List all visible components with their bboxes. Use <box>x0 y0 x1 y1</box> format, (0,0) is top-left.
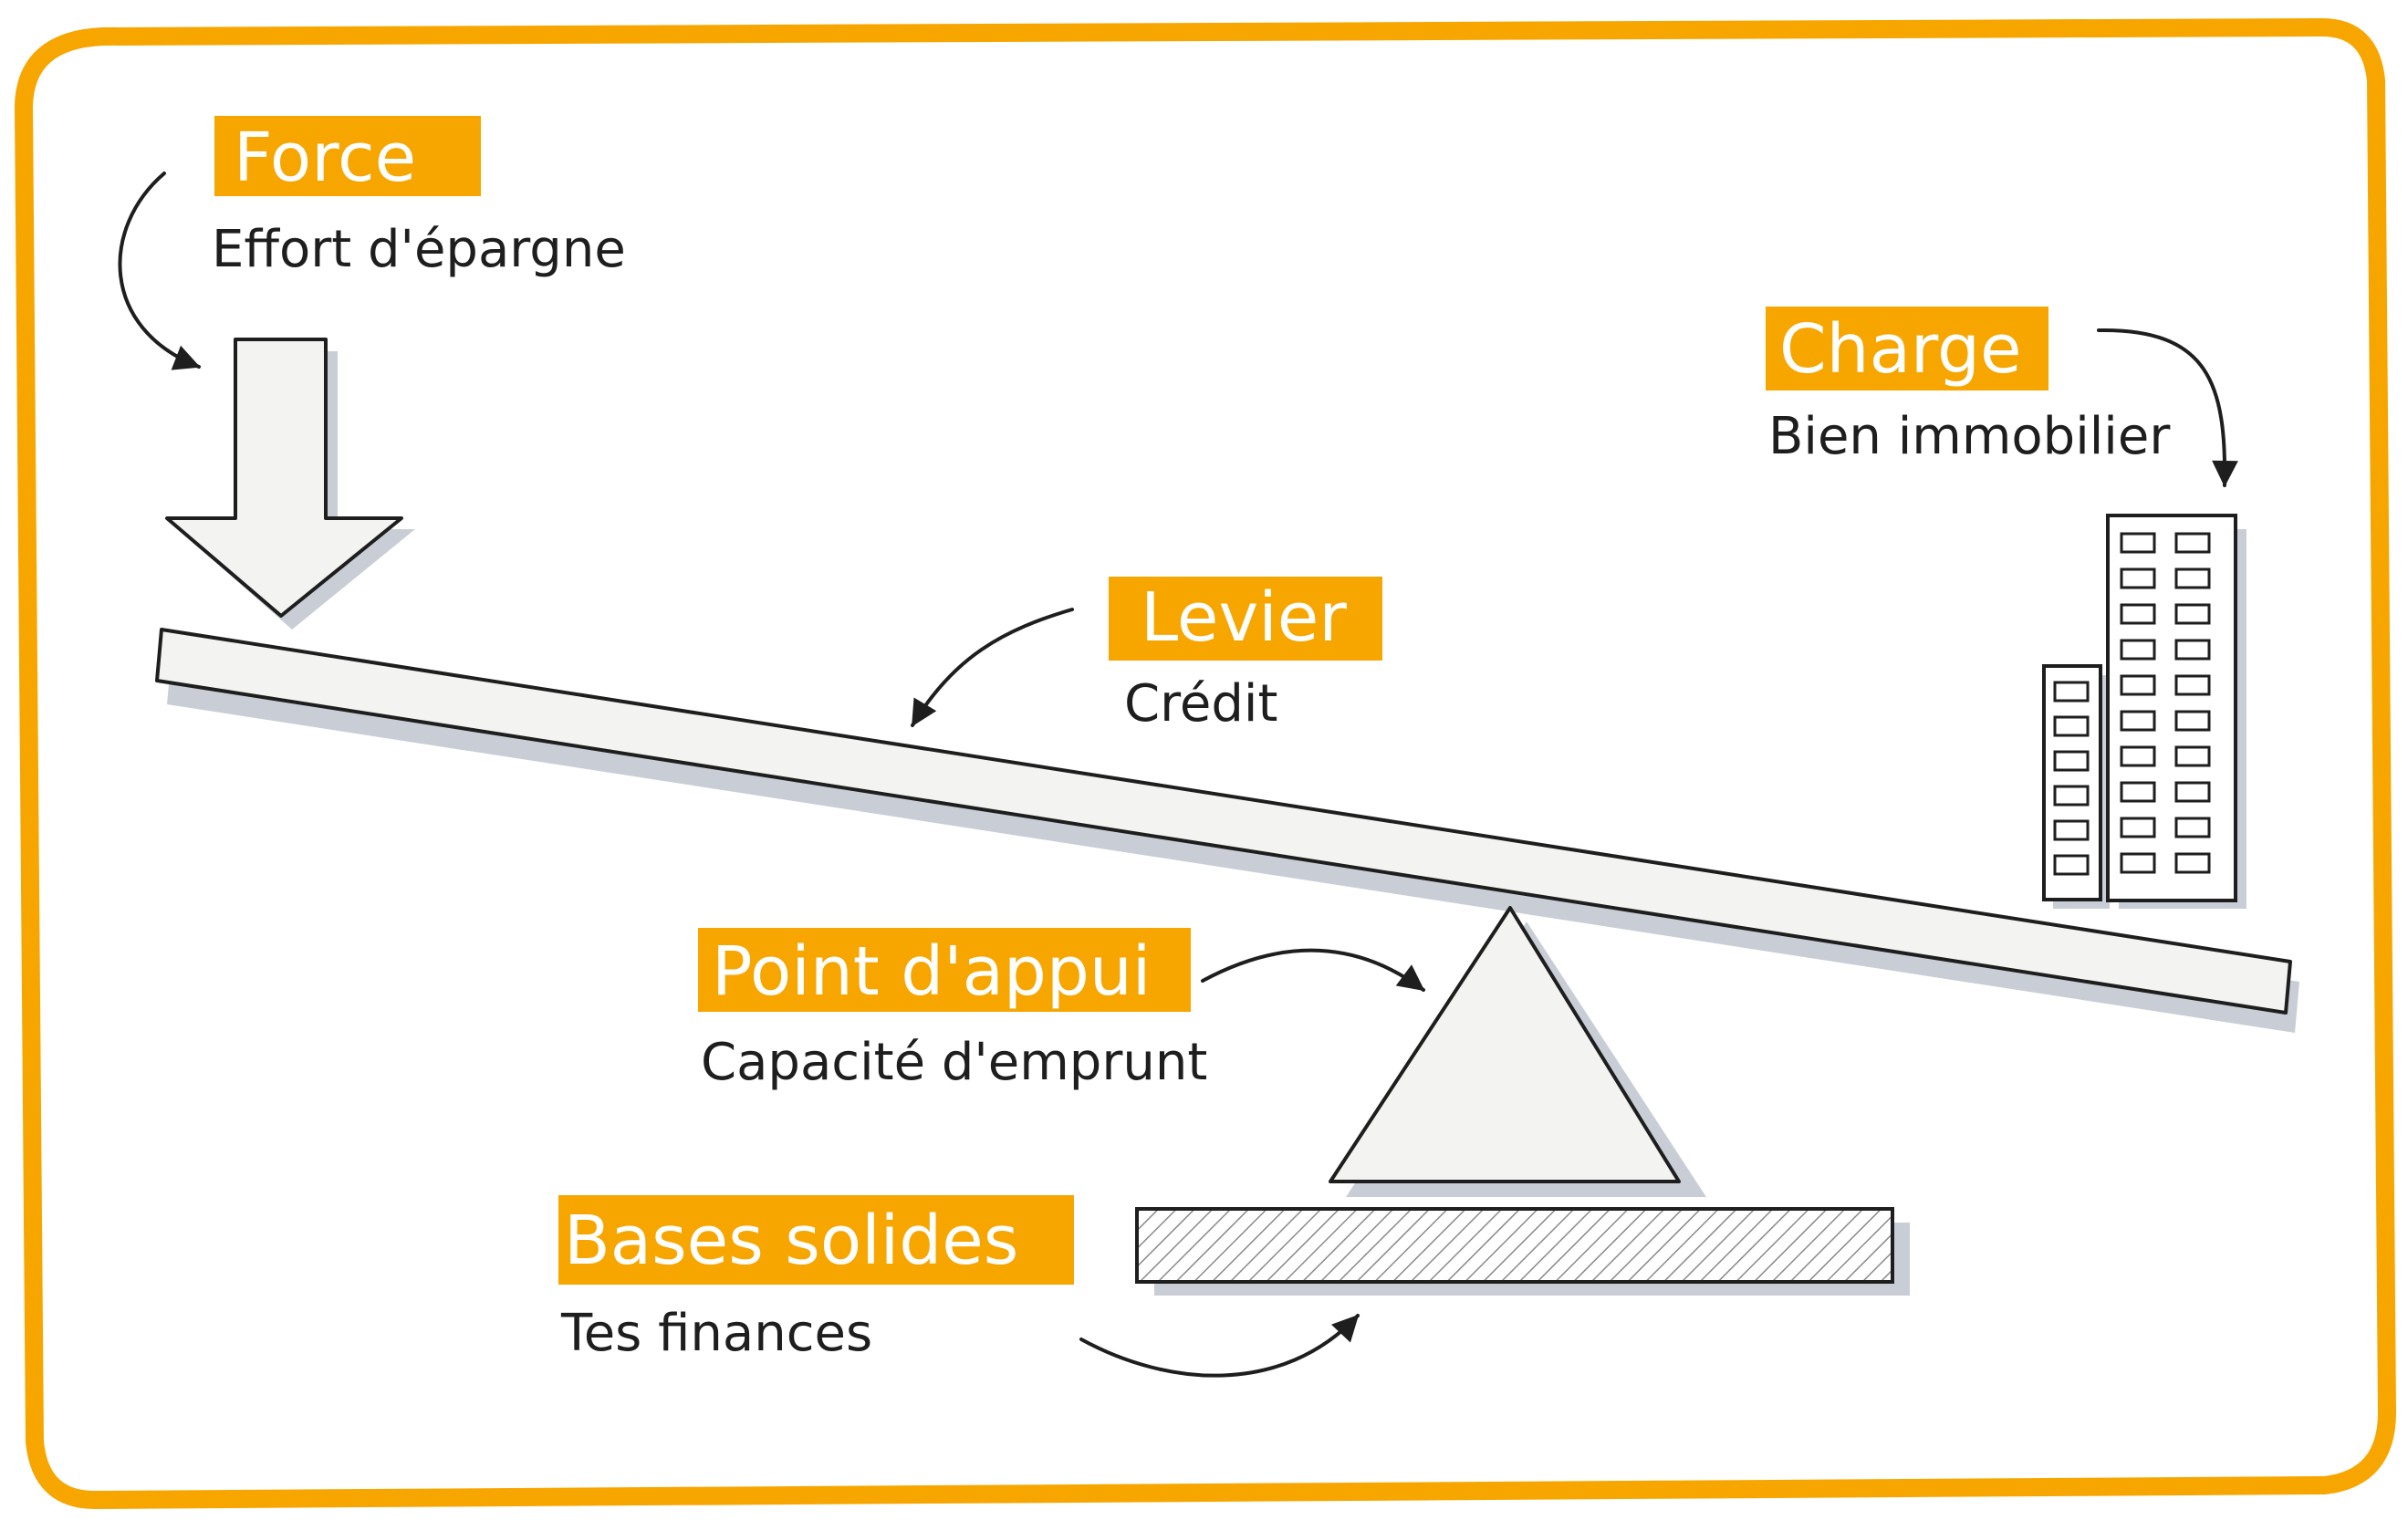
building-window <box>2174 745 2211 767</box>
building-window <box>2174 639 2211 661</box>
building-window <box>2120 710 2156 732</box>
levier-title: Levier <box>1141 578 1347 657</box>
building-window <box>2120 817 2156 838</box>
lever-plank <box>155 628 2299 1033</box>
building-window <box>2120 852 2156 874</box>
label-charge: Charge Bien immobilier <box>1766 307 2171 466</box>
building-window <box>2053 715 2090 737</box>
charge-pointer-arrow <box>2097 328 2238 487</box>
force-subtitle: Effort d'épargne <box>212 220 626 279</box>
label-force: Force Effort d'épargne <box>212 116 626 279</box>
building-window <box>2174 852 2211 874</box>
building-window <box>2174 603 2211 625</box>
building-window <box>2053 681 2090 703</box>
bases-title: Bases solides <box>564 1202 1018 1280</box>
tag-force <box>214 116 481 196</box>
appui-title: Point d'appui <box>712 932 1151 1011</box>
charge-subtitle: Bien immobilier <box>1768 407 2171 466</box>
tag-charge <box>1766 307 2048 390</box>
building-window <box>2120 532 2156 554</box>
charge-title: Charge <box>1779 310 2022 389</box>
building-window <box>2053 854 2090 876</box>
force-title: Force <box>234 119 416 197</box>
levier-subtitle: Crédit <box>1124 674 1277 734</box>
levier-pointer-arrow <box>911 608 1074 727</box>
triangle-icon <box>1329 906 1706 1197</box>
building-window <box>2174 781 2211 803</box>
hatched-plank-icon <box>1135 1207 1910 1296</box>
building-window <box>2120 745 2156 767</box>
building-window <box>2053 785 2090 807</box>
appui-pointer-arrow <box>1201 948 1425 992</box>
building-window <box>2053 750 2090 772</box>
building-window <box>2120 781 2156 803</box>
building-window <box>2174 532 2211 554</box>
bases-pointer-arrow <box>1079 1314 1360 1378</box>
building-window <box>2174 567 2211 589</box>
tag-appui <box>698 928 1191 1012</box>
bases-subtitle: Tes finances <box>560 1304 872 1363</box>
label-levier: Levier Crédit <box>1109 577 1382 734</box>
frame <box>15 18 2396 1509</box>
building-window <box>2053 819 2090 841</box>
building-window <box>2120 639 2156 661</box>
building-window <box>2174 817 2211 838</box>
building-window <box>2120 674 2156 696</box>
tag-bases <box>558 1195 1074 1285</box>
force-pointer-arrow <box>118 172 201 370</box>
down-arrow-icon <box>165 338 415 630</box>
appui-subtitle: Capacité d'emprunt <box>701 1033 1207 1092</box>
building-window <box>2120 603 2156 625</box>
building-window <box>2174 674 2211 696</box>
label-bases-solides: Bases solides Tes finances <box>558 1195 1074 1363</box>
building-window <box>2174 710 2211 732</box>
label-point-appui: Point d'appui Capacité d'emprunt <box>698 928 1207 1092</box>
building-window <box>2120 567 2156 589</box>
tag-levier <box>1109 577 1382 661</box>
building-icon <box>2042 514 2246 909</box>
